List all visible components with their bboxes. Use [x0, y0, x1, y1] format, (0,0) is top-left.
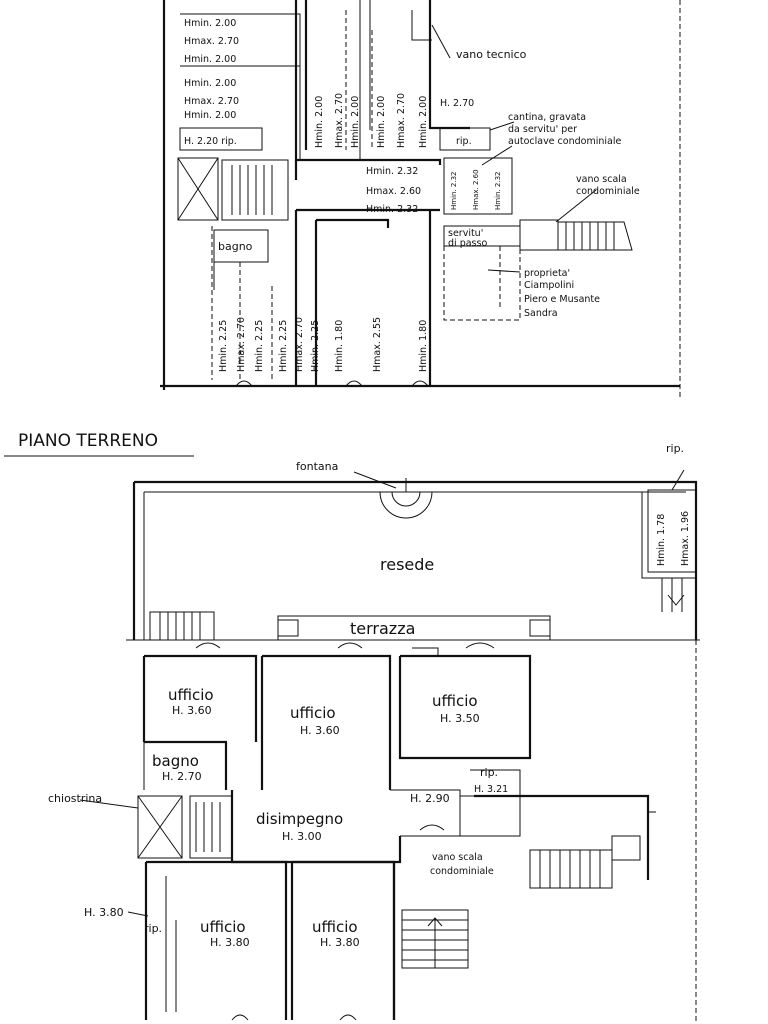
- cantina-label: autoclave condominiale: [508, 136, 621, 147]
- rip-label: rip.: [456, 136, 472, 147]
- chiostrina-label: chiostrina: [48, 792, 102, 805]
- room-height: H. 3.60: [172, 704, 212, 717]
- vertical-height-label: Hmin. 2.00: [418, 96, 429, 148]
- vertical-height-label: Hmin. 2.00: [376, 96, 387, 148]
- servitu-label: servitu': [448, 228, 483, 239]
- room-name: ufficio: [168, 686, 214, 704]
- room-name: ufficio: [432, 692, 478, 710]
- proprieta-label: Piero e Musante: [524, 294, 600, 305]
- room-height: H. 2.70: [162, 770, 202, 783]
- height-label: Hmax. 2.60: [366, 186, 421, 197]
- height-label: Hmax. 2.70: [184, 36, 239, 47]
- height-label: Hmin. 2.00: [184, 54, 236, 65]
- height-label: H. 2.90: [410, 792, 450, 805]
- fontana-label: fontana: [296, 460, 338, 473]
- terrazza-label: terrazza: [350, 619, 415, 638]
- room-height: H. 3.80: [320, 936, 360, 949]
- proprieta-label: proprieta': [524, 268, 570, 279]
- vertical-height-label: Hmin. 2.25: [254, 320, 265, 372]
- height-label: Hmin. 2.00: [184, 18, 236, 29]
- vertical-height-label: Hmin. 2.32: [450, 172, 458, 211]
- vertical-height-label: Hmax. 2.70: [294, 317, 305, 372]
- room-name: ufficio: [200, 918, 246, 936]
- vertical-height-label: Hmin. 2.25: [218, 320, 229, 372]
- room-name: ufficio: [290, 704, 336, 722]
- vertical-height-label: Hmin. 2.25: [278, 320, 289, 372]
- vertical-height-label: Hmin. 1.80: [334, 320, 345, 372]
- vertical-height-label: Hmin. 1.80: [418, 320, 429, 372]
- vano-scala-label: condominiale: [576, 186, 640, 197]
- room-height: H. 3.80: [210, 936, 250, 949]
- cantina-label: cantina, gravata: [508, 112, 586, 123]
- vertical-height-label: Hmin. 2.00: [314, 96, 325, 148]
- proprieta-label: Ciampolini: [524, 280, 574, 291]
- vano-scala-label: vano scala: [432, 852, 483, 863]
- vano-scala-label: condominiale: [430, 866, 494, 877]
- vano-scala-label: vano scala: [576, 174, 627, 185]
- bagno-label: bagno: [218, 240, 253, 253]
- rip-label: H. 2.20 rip.: [184, 136, 237, 147]
- vertical-height-label: Hmax. 2.70: [236, 317, 247, 372]
- room-name: bagno: [152, 752, 199, 770]
- upper-plan: Hmin. 2.00 Hmax. 2.70 Hmin. 2.00 Hmin. 2…: [160, 0, 681, 400]
- room-height: H. 3.50: [440, 712, 480, 725]
- height-label: Hmin. 2.00: [184, 110, 236, 121]
- height-label: H. 3.21: [474, 784, 508, 795]
- vano-tecnico-label: vano tecnico: [456, 48, 527, 61]
- height-label: H. 3.80: [84, 906, 124, 919]
- rip-label: rip.: [144, 922, 162, 935]
- height-label: Hmax. 2.70: [184, 96, 239, 107]
- ground-plan: PIANO TERRENO: [4, 431, 700, 1024]
- room-name: disimpegno: [256, 810, 343, 828]
- servitu-label: di passo: [448, 238, 487, 249]
- vertical-height-label: Hmax. 1.96: [680, 511, 691, 566]
- vertical-height-label: Hmin. 2.00: [350, 96, 361, 148]
- vertical-height-label: Hmax. 2.70: [334, 93, 345, 148]
- room-height: H. 3.60: [300, 724, 340, 737]
- vertical-height-label: Hmin. 1.78: [656, 514, 667, 566]
- height-label: Hmin. 2.00: [184, 78, 236, 89]
- resede-label: resede: [380, 555, 434, 574]
- vertical-height-label: Hmin. 2.25: [310, 320, 321, 372]
- proprieta-label: Sandra: [524, 308, 558, 319]
- plan-title: PIANO TERRENO: [18, 431, 158, 451]
- cantina-label: da servitu' per: [508, 124, 577, 135]
- height-label: H. 2.70: [440, 98, 474, 109]
- vertical-height-label: Hmax. 2.60: [472, 169, 480, 210]
- vertical-height-label: Hmax. 2.70: [396, 93, 407, 148]
- height-label: Hmin. 2.32: [366, 204, 418, 215]
- rip-label: rip.: [666, 442, 684, 455]
- vertical-height-label: Hmax. 2.55: [372, 317, 383, 372]
- room-name: ufficio: [312, 918, 358, 936]
- height-label: Hmin. 2.32: [366, 166, 418, 177]
- rip-label: rip.: [480, 766, 498, 779]
- vertical-height-label: Hmin. 2.32: [494, 172, 502, 211]
- room-height: H. 3.00: [282, 830, 322, 843]
